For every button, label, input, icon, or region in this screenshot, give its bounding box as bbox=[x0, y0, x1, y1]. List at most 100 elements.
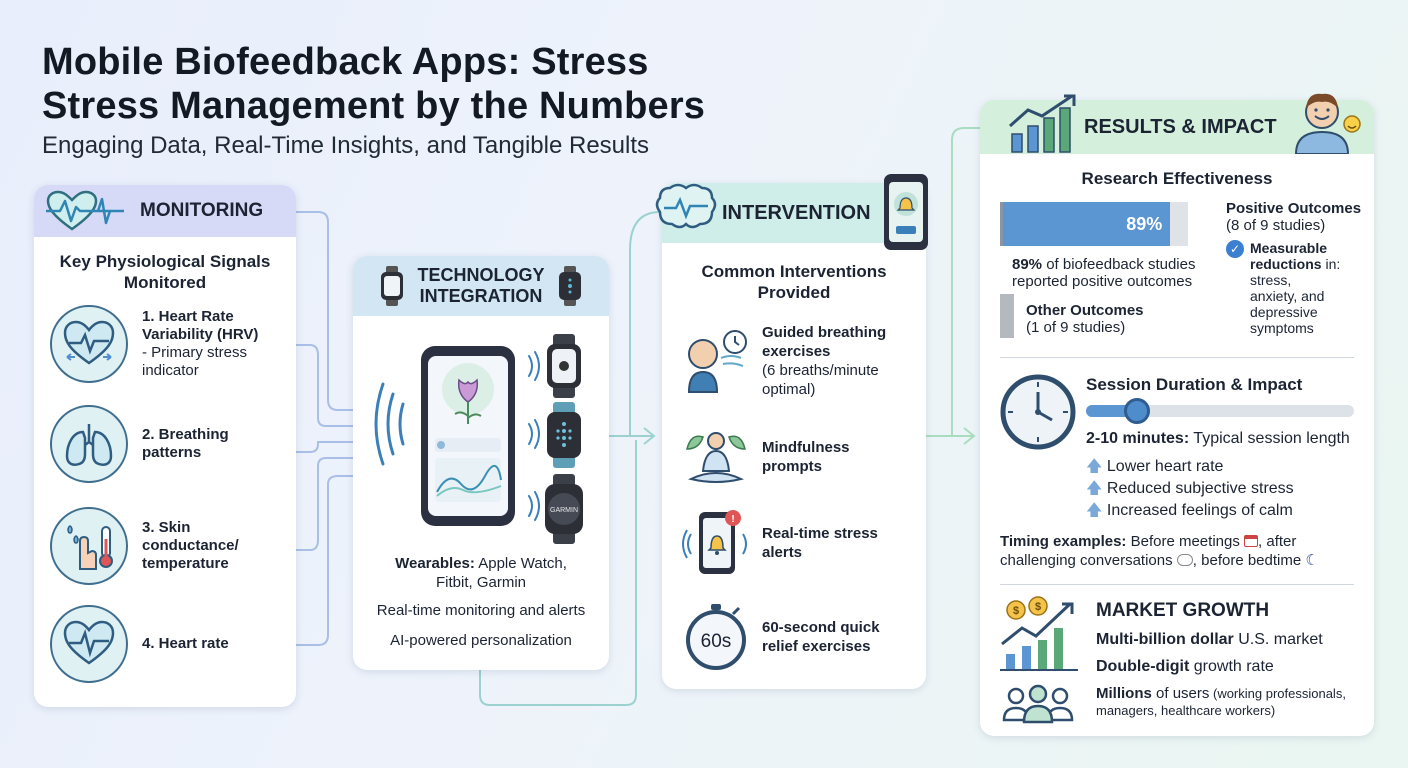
impact-item: 🡅 Increased feelings of calm bbox=[1086, 500, 1294, 522]
alert-phone-icon: ! bbox=[680, 507, 752, 579]
wearables-value-1: Apple Watch, bbox=[478, 555, 567, 572]
lungs-icon bbox=[50, 405, 128, 483]
stopwatch-icon: 60s bbox=[680, 601, 752, 673]
technology-header-line1: TECHNOLOGY bbox=[417, 265, 545, 285]
market-growth-title: MARKET GROWTH bbox=[1096, 600, 1270, 621]
heartbeat-icon bbox=[50, 605, 128, 683]
intervention-item-breathing: Guided breathing exercises (6 breaths/mi… bbox=[680, 323, 920, 399]
effectiveness-text: of biofeedback studies bbox=[1042, 256, 1196, 273]
calendar-icon bbox=[1244, 535, 1259, 547]
measurable-item: stress, bbox=[1250, 272, 1292, 288]
technology-header-line2: INTEGRATION bbox=[419, 286, 543, 306]
timing-text-2: challenging conversations bbox=[1000, 552, 1173, 569]
technology-panel: TECHNOLOGY INTEGRATION bbox=[353, 256, 609, 670]
timing-text-1: Before meetings bbox=[1126, 533, 1240, 550]
measurable-bold-1: Measurable bbox=[1250, 240, 1328, 256]
effectiveness-bar-track: 89% bbox=[1000, 202, 1188, 246]
notification-phone-icon bbox=[884, 174, 928, 250]
growth-bars-icon bbox=[1009, 94, 1076, 153]
signal-title: 4. Heart rate bbox=[142, 635, 229, 652]
intervention-item-alerts: ! Real-time stress alerts bbox=[680, 507, 920, 579]
market-growth-chart-icon: $ $ bbox=[1000, 596, 1078, 671]
intervention-item-mindfulness: Mindfulness prompts bbox=[680, 421, 920, 493]
session-length-bold: 2-10 minutes: bbox=[1086, 430, 1190, 447]
market-growth-rate: Double-digit growth rate bbox=[1096, 658, 1274, 675]
arrow-up-icon: 🡅 bbox=[1086, 480, 1103, 497]
impact-item-text: Reduced subjective stress bbox=[1106, 480, 1294, 497]
growth-rate-bold: Double-digit bbox=[1096, 658, 1190, 675]
breathing-icon bbox=[680, 325, 752, 397]
other-outcomes-title: Other Outcomes bbox=[1026, 302, 1144, 319]
meditation-icon bbox=[680, 421, 752, 493]
signal-item-breathing: 2. Breathing patterns bbox=[50, 405, 290, 483]
speech-bubble-icon bbox=[1176, 554, 1193, 566]
divider bbox=[1000, 357, 1354, 358]
page-title: Mobile Biofeedback Apps: Stress Stress M… bbox=[42, 40, 942, 128]
signal-item-hrv: 1. Heart Rate Variability (HRV) - Primar… bbox=[50, 305, 290, 383]
heart-icon bbox=[50, 305, 128, 383]
measurable-reductions: Measurable reductions in: stress, anxiet… bbox=[1250, 240, 1360, 336]
impact-item: 🡅 Reduced subjective stress bbox=[1086, 478, 1294, 500]
timing-text-2b: , before bedtime bbox=[1192, 552, 1302, 569]
measurable-item: symptoms bbox=[1250, 320, 1314, 336]
positive-outcomes-title: Positive Outcomes bbox=[1226, 200, 1362, 217]
monitoring-header: MONITORING bbox=[34, 185, 296, 237]
thermometer-icon bbox=[50, 507, 128, 585]
fitness-watch-icon bbox=[559, 266, 581, 306]
intervention-title: 60-second quick relief exercises bbox=[762, 619, 880, 655]
divider bbox=[1000, 584, 1354, 585]
other-outcomes-bar bbox=[1000, 294, 1014, 338]
wearables-label: Wearables: bbox=[395, 555, 475, 572]
market-size-bold: Multi-billion dollar bbox=[1096, 631, 1234, 648]
market-users: Millions of users (working professionals… bbox=[1096, 685, 1368, 719]
arrow-up-icon: 🡅 bbox=[1086, 502, 1103, 519]
impact-list: 🡅 Lower heart rate 🡅 Reduced subjective … bbox=[1086, 456, 1294, 522]
moon-icon: ☾ bbox=[1305, 552, 1319, 569]
users-bold: Millions bbox=[1096, 685, 1152, 702]
wearables-value-2: Fitbit, Garmin bbox=[435, 574, 526, 591]
other-outcomes: Other Outcomes (1 of 9 studies) bbox=[1026, 302, 1144, 336]
timing-text-1b: , after bbox=[1258, 533, 1297, 550]
measurable-bold-2: reductions bbox=[1250, 256, 1322, 272]
other-outcomes-sub: (1 of 9 studies) bbox=[1026, 319, 1126, 336]
effectiveness-pct: 89% bbox=[1012, 256, 1043, 273]
signal-title: 2. Breathing patterns bbox=[142, 426, 229, 461]
intervention-title: Guided breathing exercises bbox=[762, 324, 887, 360]
measurable-item: anxiety, and bbox=[1250, 288, 1325, 304]
check-circle-icon: ✓ bbox=[1226, 240, 1244, 258]
signal-item-skin: 3. Skin conductance/ temperature bbox=[50, 507, 290, 585]
arrow-up-icon: 🡅 bbox=[1086, 458, 1103, 475]
market-size-text: U.S. market bbox=[1233, 631, 1323, 648]
users-icon bbox=[1002, 684, 1074, 724]
results-panel: RESULTS & IMPACT Research Effectiveness … bbox=[980, 100, 1374, 736]
intervention-section-title-line2: Provided bbox=[757, 283, 831, 302]
effectiveness-bar-fill: 89% bbox=[1003, 202, 1171, 246]
monitoring-header-label: MONITORING bbox=[140, 200, 264, 221]
effectiveness-bar-label: 89% bbox=[1126, 214, 1163, 234]
stopwatch-label: 60s bbox=[701, 631, 732, 652]
intervention-panel: INTERVENTION Common Interventions Provid… bbox=[662, 183, 926, 689]
users-text: of users bbox=[1151, 685, 1210, 702]
intervention-title: Real-time stress alerts bbox=[762, 525, 878, 561]
intervention-title: Mindfulness prompts bbox=[762, 439, 850, 475]
results-header-label: RESULTS & IMPACT bbox=[1084, 115, 1277, 138]
svg-text:$: $ bbox=[1013, 605, 1019, 617]
phone-and-wearables-illustration: GARMIN bbox=[374, 334, 583, 544]
impact-item-text: Increased feelings of calm bbox=[1106, 502, 1293, 519]
wearables-line: Wearables: Apple Watch, Fitbit, Garmin bbox=[353, 554, 609, 592]
heart-pulse-icon bbox=[46, 190, 124, 231]
monitoring-panel: MONITORING Key Physiological Signals Mon… bbox=[34, 185, 296, 707]
happy-person-icon bbox=[1294, 93, 1361, 154]
session-slider-knob bbox=[1123, 398, 1150, 424]
realtime-monitoring-line: Real-time monitoring and alerts bbox=[376, 602, 586, 619]
monitoring-section-title: Key Physiological Signals Monitored bbox=[59, 252, 271, 292]
intervention-section-title-line1: Common Interventions bbox=[701, 262, 887, 281]
users-small-2: managers, healthcare workers) bbox=[1096, 703, 1276, 718]
effectiveness-text-2: reported positive outcomes bbox=[1012, 273, 1193, 290]
intervention-section-title: Common Interventions Provided bbox=[672, 261, 916, 303]
intervention-desc: (6 breaths/minute optimal) bbox=[762, 362, 879, 398]
session-slider-track bbox=[1086, 398, 1354, 424]
brain-icon bbox=[655, 183, 717, 229]
market-size: Multi-billion dollar U.S. market bbox=[1096, 631, 1323, 648]
ai-personalization-line: AI-powered personalization bbox=[390, 632, 572, 649]
